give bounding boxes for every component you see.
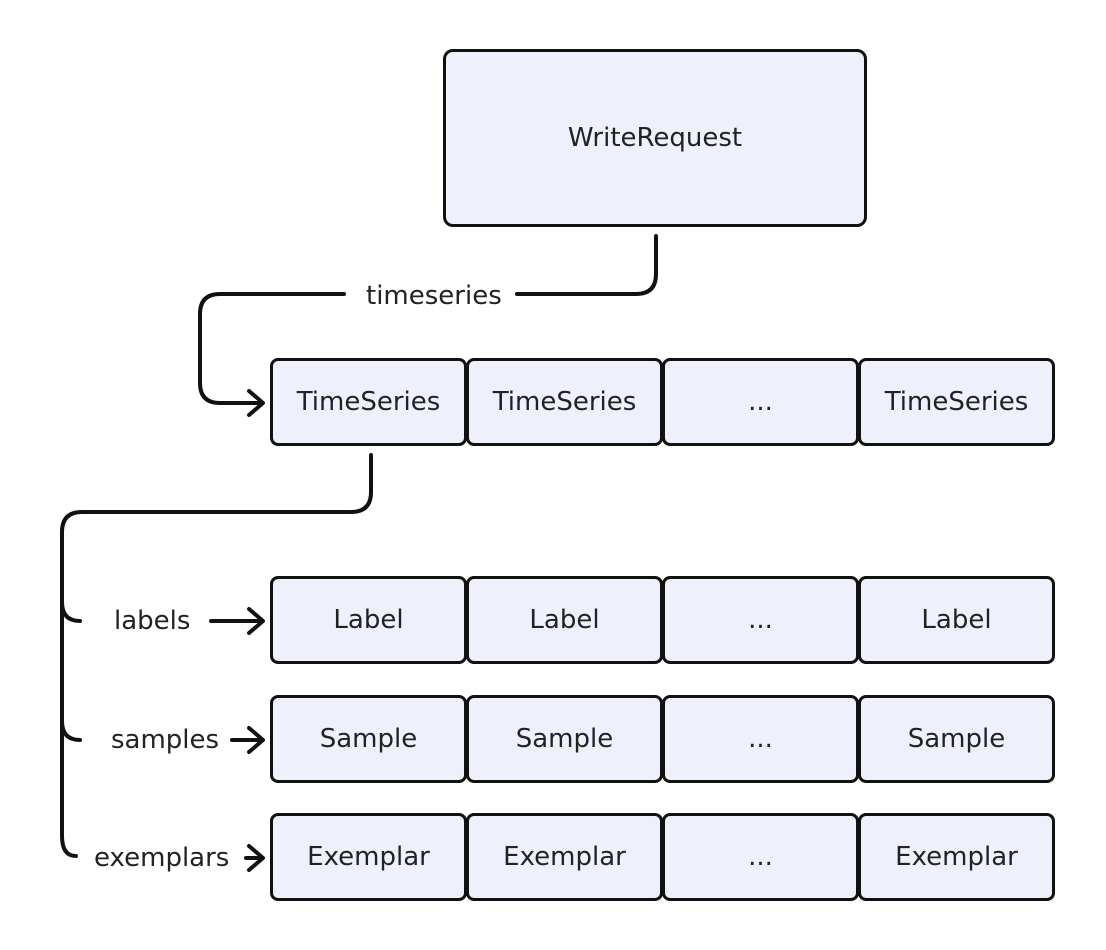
arrowhead-samples [247, 726, 265, 754]
timeseries-cell-label: TimeSeries [296, 387, 441, 417]
edge-label-samples: samples [111, 725, 220, 755]
timeseries-cell: TimeSeries [270, 358, 467, 446]
arrowhead-exemplars [247, 844, 265, 872]
sample-cell: Sample [270, 695, 467, 783]
edge-label-exemplars: exemplars [94, 843, 230, 873]
exemplar-cell: Exemplar [858, 813, 1055, 901]
sample-cell-label: Sample [907, 724, 1006, 754]
label-cell-label: Label [333, 605, 404, 635]
timeseries-cell-label: TimeSeries [492, 387, 637, 417]
write-request-node: WriteRequest [443, 49, 867, 227]
arrowhead-labels [247, 607, 265, 635]
label-cell: Label [466, 576, 663, 664]
sample-ellipsis-cell: ... [662, 695, 859, 783]
exemplar-ellipsis-label: ... [748, 842, 773, 872]
label-ellipsis-cell: ... [662, 576, 859, 664]
exemplar-cell-label: Exemplar [895, 842, 1018, 872]
label-cell: Label [270, 576, 467, 664]
edge-label-labels: labels [114, 606, 191, 636]
timeseries-ellipsis-label: ... [748, 387, 773, 417]
exemplar-cell-label: Exemplar [503, 842, 626, 872]
sample-cell: Sample [466, 695, 663, 783]
label-cell: Label [858, 576, 1055, 664]
sample-ellipsis-label: ... [748, 724, 773, 754]
connector-timeseries-children [60, 453, 373, 858]
sample-cell-label: Sample [515, 724, 614, 754]
label-cell-label: Label [529, 605, 600, 635]
edge-label-timeseries: timeseries [366, 281, 502, 311]
label-cell-label: Label [921, 605, 992, 635]
timeseries-cell: TimeSeries [858, 358, 1055, 446]
arrowhead-timeseries [247, 389, 265, 417]
timeseries-ellipsis-cell: ... [662, 358, 859, 446]
exemplar-ellipsis-cell: ... [662, 813, 859, 901]
sample-cell-label: Sample [319, 724, 418, 754]
exemplar-cell: Exemplar [466, 813, 663, 901]
timeseries-cell: TimeSeries [466, 358, 663, 446]
sample-cell: Sample [858, 695, 1055, 783]
write-request-label: WriteRequest [567, 123, 743, 153]
label-ellipsis-label: ... [748, 605, 773, 635]
connector-timeseries [198, 234, 658, 405]
exemplar-cell: Exemplar [270, 813, 467, 901]
branch-samples [60, 719, 82, 742]
exemplar-cell-label: Exemplar [307, 842, 430, 872]
timeseries-cell-label: TimeSeries [884, 387, 1029, 417]
branch-labels [60, 600, 82, 623]
